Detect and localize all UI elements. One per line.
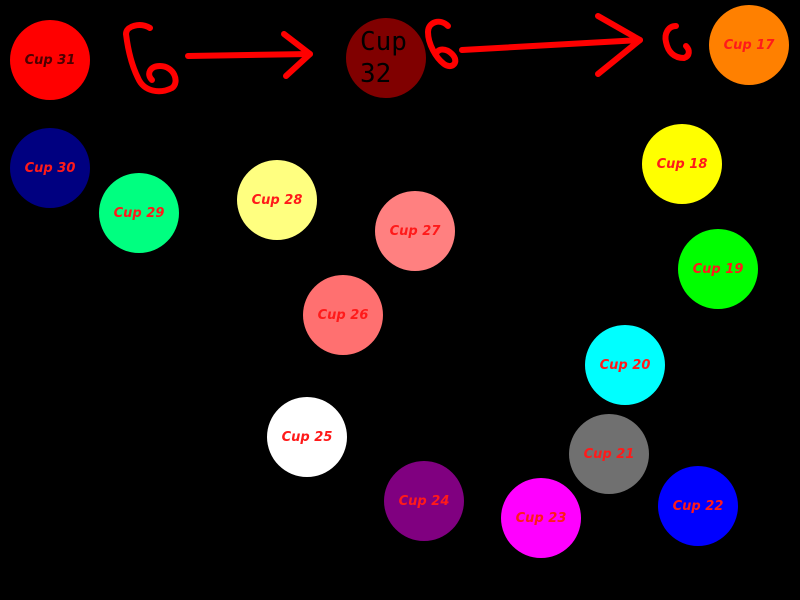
cup-23-label: Cup 23 — [515, 510, 567, 526]
cup-27[interactable]: Cup 27 — [375, 191, 455, 271]
arrow-2-head — [595, 13, 643, 77]
cup-19[interactable]: Cup 19 — [678, 229, 758, 309]
cup-32[interactable]: Cup 32 — [346, 18, 426, 98]
cup-24-label: Cup 24 — [398, 493, 450, 509]
cup-26-label: Cup 26 — [317, 307, 369, 323]
cup-30-label: Cup 30 — [24, 160, 76, 176]
arrow-2-shaft — [459, 37, 643, 53]
cup-28[interactable]: Cup 28 — [237, 160, 317, 240]
scribble-hook-2 — [425, 18, 459, 70]
cup-18[interactable]: Cup 18 — [642, 124, 722, 204]
cup-23[interactable]: Cup 23 — [501, 478, 581, 558]
cup-19-label: Cup 19 — [692, 261, 744, 277]
scribble-hook-1 — [123, 22, 179, 95]
cup-22[interactable]: Cup 22 — [658, 466, 738, 546]
cup-22-label: Cup 22 — [672, 498, 724, 514]
cup-18-label: Cup 18 — [656, 156, 708, 172]
cup-26[interactable]: Cup 26 — [303, 275, 383, 355]
arrow-1-shaft — [185, 51, 313, 59]
cup-29-label: Cup 29 — [113, 205, 165, 221]
cup-27-label: Cup 27 — [389, 223, 441, 239]
cup-32-label: Cup 32 — [360, 27, 407, 89]
cup-28-label: Cup 28 — [251, 192, 303, 208]
cup-31[interactable]: Cup 31 — [10, 20, 90, 100]
cup-25[interactable]: Cup 25 — [267, 397, 347, 477]
cup-20-label: Cup 20 — [599, 357, 651, 373]
cup-17[interactable]: Cup 17 — [709, 5, 789, 85]
cup-17-label: Cup 17 — [723, 37, 775, 53]
arrow-1-head — [281, 31, 313, 79]
cup-30[interactable]: Cup 30 — [10, 128, 90, 208]
cup-20[interactable]: Cup 20 — [585, 325, 665, 405]
cup-24[interactable]: Cup 24 — [384, 461, 464, 541]
cup-29[interactable]: Cup 29 — [99, 173, 179, 253]
cup-21[interactable]: Cup 21 — [569, 414, 649, 494]
cup-25-label: Cup 25 — [281, 429, 333, 445]
cup-21-label: Cup 21 — [583, 446, 635, 462]
scribble-hook-3 — [662, 23, 692, 61]
cup-31-label: Cup 31 — [24, 52, 76, 68]
